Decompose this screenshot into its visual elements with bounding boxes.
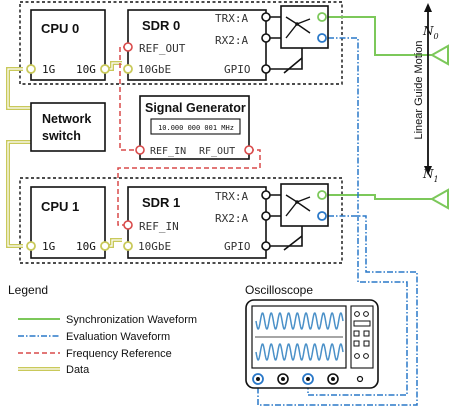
cpu0-port-10g [100, 64, 110, 74]
sdr1-ref-in-label: REF_IN [139, 220, 179, 233]
legend-label-data: Data [66, 364, 90, 376]
gpio-control-lines [266, 48, 303, 251]
cpu1-port-1g-label: 1G [42, 240, 55, 253]
legend-item-eval: Evaluation Waveform [18, 331, 170, 343]
sdr0-10gbe-label: 10GbE [138, 63, 171, 76]
signal-generator-display [150, 118, 241, 135]
network-switch-box: Network switch [30, 102, 106, 152]
sdr1-box: SDR 1 TRX:A RX2:A GPIO REF_IN 10GbE [123, 186, 271, 259]
oscilloscope-knobs [252, 373, 364, 385]
signal-generator-box: Signal Generator 10.000 000 001 MHz REF_… [135, 95, 254, 160]
cpu1-port-1g [26, 241, 36, 251]
signal-generator-ref-in-label: REF_IN [150, 146, 186, 157]
cpu0-box: CPU 0 1G 10G [26, 9, 110, 81]
legend-label-eval: Evaluation Waveform [66, 331, 170, 343]
cpu0-port-1g-label: 1G [42, 63, 55, 76]
sdr0-10gbe-port [123, 64, 133, 74]
signal-generator-frequency: 10.000 000 001 MHz [158, 124, 234, 132]
sdr1-title: SDR 1 [142, 195, 180, 210]
legend-item-freqref: Frequency Reference [18, 348, 172, 360]
legend-item-sync: Synchronization Waveform [18, 314, 197, 326]
signal-generator-rf-out-port [244, 145, 254, 155]
sdr0-rx2-label: RX2:A [215, 34, 248, 47]
sdr0-gpio-port [261, 64, 271, 74]
linear-guide-label: Linear Guide Motion [413, 40, 425, 139]
oscilloscope-trace-2 [255, 343, 344, 361]
oscilloscope-box [245, 299, 379, 389]
sdr0-gpio-label: GPIO [224, 63, 251, 76]
legend-label-sync: Synchronization Waveform [66, 314, 197, 326]
node1-group-box [19, 177, 343, 264]
sdr1-10gbe-port [123, 241, 133, 251]
oscilloscope-button-panel [350, 305, 374, 369]
node0-group-box [19, 1, 343, 85]
sdr1-gpio-port [261, 241, 271, 251]
antenna-n0-label: N0 [422, 24, 439, 41]
sdr0-ref-out-label: REF_OUT [139, 42, 186, 55]
sdr0-box: SDR 0 TRX:A RX2:A GPIO REF_OUT 10GbE [123, 9, 271, 81]
sdr0-rx2-port [261, 33, 271, 43]
sdr1-trx-port [261, 190, 271, 200]
cpu1-title: CPU 1 [41, 199, 79, 214]
sdr0-trx-port [261, 12, 271, 22]
sdr0-trx-label: TRX:A [215, 12, 248, 25]
sdr1-gpio-label: GPIO [224, 240, 251, 253]
legend-item-data: Data [18, 364, 90, 376]
sdr1-trx-label: TRX:A [215, 190, 248, 203]
cpu1-box: CPU 1 1G 10G [26, 186, 110, 259]
sync-waveform-lines [328, 16, 432, 200]
legend-title: Legend [8, 283, 48, 297]
switch0-eval-port [317, 33, 327, 43]
legend-label-freqref: Frequency Reference [66, 348, 172, 360]
signal-generator-ref-in-port [135, 145, 145, 155]
linear-guide-arrow-icon [424, 3, 432, 175]
network-switch-label-line2: switch [42, 129, 81, 143]
switch1-sync-port [317, 190, 327, 200]
oscilloscope-title: Oscilloscope [245, 283, 313, 297]
rf-switch-0 [270, 5, 329, 49]
switch0-sync-port [317, 12, 327, 22]
antenna-n1-icon [429, 188, 449, 210]
cpu1-port-10g [100, 241, 110, 251]
sdr1-10gbe-label: 10GbE [138, 240, 171, 253]
cpu0-port-1g [26, 64, 36, 74]
switch1-eval-port [317, 211, 327, 221]
cpu1-port-10g-label: 10G [76, 240, 96, 253]
cpu0-port-10g-label: 10G [76, 63, 96, 76]
evaluation-waveform-lines [257, 37, 418, 406]
rf-switch-1 [270, 183, 329, 227]
sdr0-title: SDR 0 [142, 18, 180, 33]
sdr1-ref-in-port [123, 220, 133, 230]
network-switch-label-line1: Network [42, 112, 91, 126]
sdr1-rx2-port [261, 211, 271, 221]
signal-generator-title: Signal Generator [145, 101, 246, 115]
sdr1-rx2-label: RX2:A [215, 212, 248, 225]
oscilloscope-trace-1 [255, 312, 344, 330]
cpu0-title: CPU 0 [41, 21, 79, 36]
signal-generator-rf-out-label: RF_OUT [199, 146, 235, 157]
sdr0-ref-out-port [123, 42, 133, 52]
antenna-n0-icon [429, 44, 449, 66]
